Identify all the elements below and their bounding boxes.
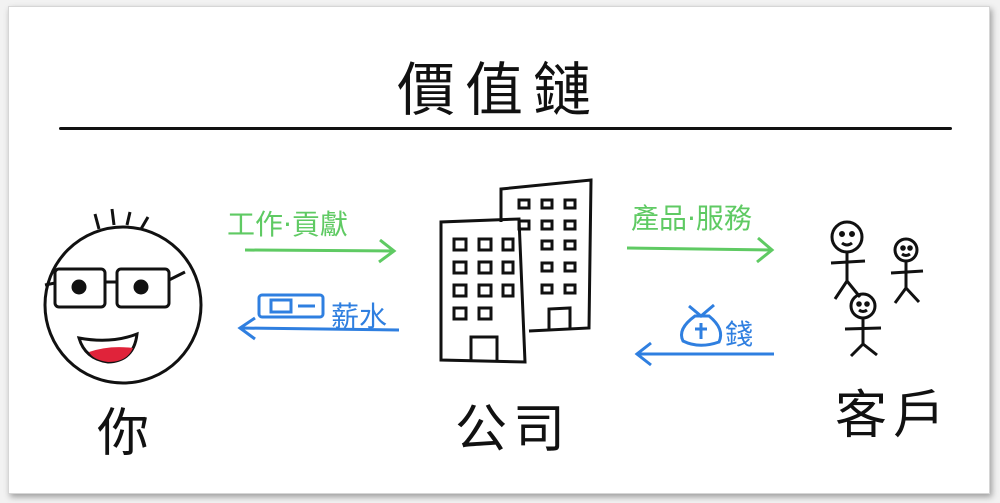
you-face-icon bbox=[43, 208, 203, 385]
money-bag-icon bbox=[680, 303, 723, 347]
salary-arrow bbox=[237, 316, 400, 341]
company-building-icon bbox=[439, 178, 593, 364]
page-title: 價值鏈 bbox=[396, 56, 601, 124]
company-label: 公司 bbox=[455, 400, 572, 460]
money-arrow bbox=[634, 341, 774, 367]
money-label: 錢 bbox=[725, 318, 754, 351]
diagram-drawing bbox=[43, 178, 924, 385]
salary-label: 薪水 bbox=[331, 300, 388, 333]
diagram-card: 價值鏈 工作·貢獻 薪水 產品·服務 錢 你 公司 客戶 bbox=[8, 6, 990, 494]
customers-icon bbox=[830, 220, 924, 358]
you-label: 你 bbox=[97, 404, 156, 464]
work-contribution-label: 工作·貢獻 bbox=[227, 208, 348, 241]
title-divider bbox=[59, 127, 952, 130]
customers-label: 客戶 bbox=[835, 386, 952, 446]
banknote-icon bbox=[257, 293, 325, 319]
products-services-label: 產品·服務 bbox=[631, 202, 752, 235]
work-contribution-arrow bbox=[244, 238, 397, 264]
products-services-arrow bbox=[626, 236, 775, 264]
